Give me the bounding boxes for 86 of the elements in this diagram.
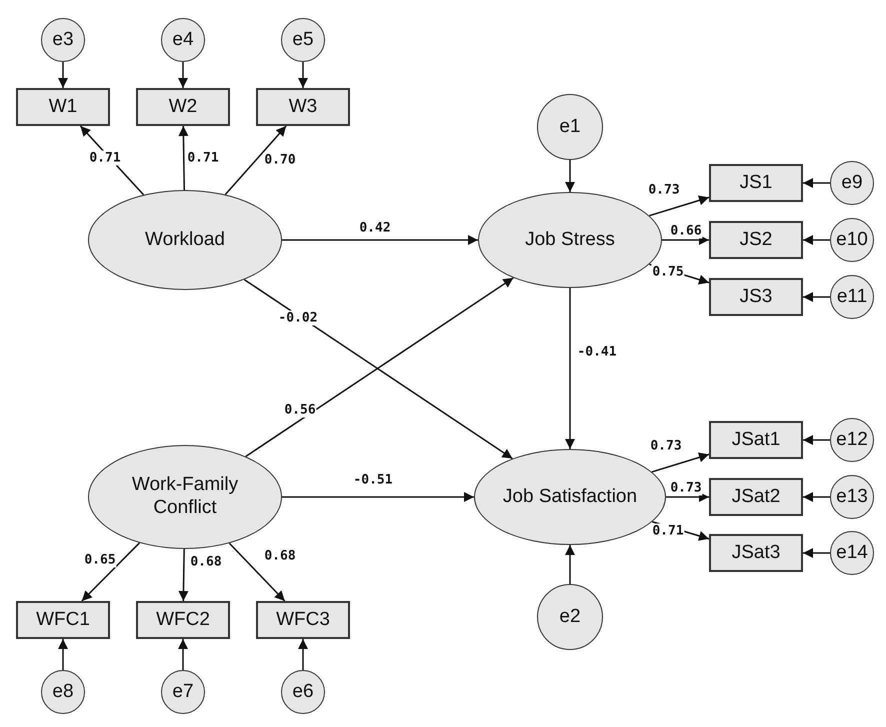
arrow — [803, 235, 830, 245]
indicator-box — [709, 421, 803, 459]
arrow — [58, 639, 68, 670]
node-label: JS2 — [740, 228, 772, 252]
indicator-box — [709, 164, 803, 202]
error-circle — [830, 418, 874, 462]
edge-label: 0.71 — [88, 150, 122, 166]
arrow — [803, 292, 830, 302]
indicator-box — [256, 88, 350, 126]
arrow — [178, 639, 188, 670]
indicator-box — [16, 88, 110, 126]
node-label: e7 — [172, 680, 194, 704]
node-label: JSat2 — [732, 486, 780, 508]
arrow — [565, 545, 575, 584]
indicator-box — [709, 221, 803, 259]
edge-label: 0.66 — [669, 224, 703, 238]
arrow — [662, 235, 709, 245]
node-label: e1 — [559, 116, 581, 138]
error-circle — [830, 475, 874, 519]
arrow — [803, 178, 830, 188]
arrow — [565, 288, 575, 449]
indicator-box — [136, 88, 230, 126]
arrow — [178, 126, 188, 190]
node-label: JS1 — [740, 172, 772, 194]
node-label: e10 — [836, 228, 868, 252]
error-circle — [41, 18, 85, 62]
node-label: Work-Family Conflict — [130, 474, 240, 520]
arrow — [58, 62, 68, 88]
edge-label: 0.73 — [669, 480, 703, 496]
node-label: e5 — [292, 28, 314, 52]
arrow — [228, 542, 286, 602]
indicator-box — [136, 601, 230, 639]
node-label: JS3 — [740, 286, 772, 308]
error-circle — [830, 218, 874, 262]
edge-label: -0.02 — [277, 310, 319, 326]
error-circle — [830, 275, 874, 319]
node-label: JSat1 — [732, 428, 780, 452]
error-circle — [281, 18, 325, 62]
arrow — [565, 160, 575, 192]
error-circle — [830, 531, 874, 575]
node-label: e12 — [836, 428, 868, 452]
edge-label: 0.56 — [283, 402, 317, 418]
indicator-box — [709, 534, 803, 572]
arrow — [666, 492, 709, 502]
node-label: JSat3 — [732, 542, 780, 564]
arrow — [81, 542, 140, 602]
node-label: WFC3 — [276, 608, 330, 632]
arrow — [298, 639, 308, 670]
arrow — [803, 492, 830, 502]
arrow — [298, 62, 308, 88]
node-label: W1 — [48, 96, 78, 118]
arrow — [803, 435, 830, 445]
arrow — [649, 196, 710, 216]
node-label: e8 — [52, 680, 74, 704]
node-label: WFC2 — [156, 608, 210, 632]
node-label: W2 — [168, 96, 198, 118]
node-label: Workload — [145, 228, 225, 252]
arrow — [282, 235, 478, 245]
node-label: Job Stress — [525, 228, 615, 252]
edge-label: 0.65 — [83, 552, 117, 568]
indicator-box — [709, 278, 803, 316]
arrow — [178, 62, 188, 88]
arrow — [803, 548, 830, 558]
error-circle — [161, 670, 205, 714]
arrow — [224, 126, 287, 196]
error-circle — [830, 161, 874, 205]
indicator-box — [256, 601, 350, 639]
node-label: W3 — [288, 96, 318, 118]
arrow — [652, 452, 710, 473]
error-circle — [281, 670, 325, 714]
error-circle — [161, 18, 205, 62]
node-label: e4 — [172, 28, 194, 52]
node-label: e9 — [841, 172, 863, 194]
error-circle — [41, 670, 85, 714]
indicator-box — [16, 601, 110, 639]
node-label: WFC1 — [36, 608, 90, 632]
node-label: e6 — [292, 680, 314, 704]
arrow — [282, 492, 474, 502]
node-label: e3 — [52, 28, 74, 52]
node-label: e11 — [836, 286, 868, 308]
node-label: e13 — [836, 486, 868, 508]
node-label: e14 — [836, 542, 868, 564]
arrow — [178, 548, 188, 602]
indicator-box — [709, 478, 803, 516]
node-label: e2 — [559, 606, 581, 628]
node-label: Job Satisfaction — [502, 486, 638, 508]
